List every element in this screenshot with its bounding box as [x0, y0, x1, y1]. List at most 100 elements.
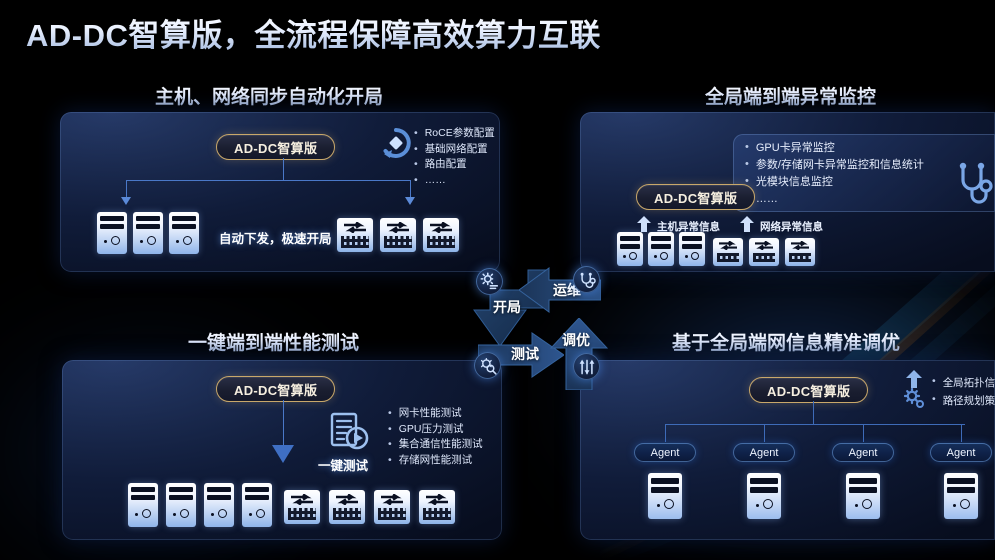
tree-drop-left-top-left: [126, 180, 127, 198]
agent-pill[interactable]: Agent: [733, 443, 795, 462]
stethoscope-cycle-icon[interactable]: [573, 266, 600, 293]
switch-icon: [749, 238, 779, 266]
list-item: •……: [745, 191, 924, 208]
tree-branch-top-left: [126, 180, 411, 181]
sliders-icon[interactable]: [573, 353, 600, 380]
rack-icon: [648, 473, 682, 519]
list-item: •集合通信性能测试: [388, 437, 483, 453]
list-item: •光模块信息监控: [745, 174, 924, 191]
agent-pill[interactable]: Agent: [634, 443, 696, 462]
monitor-subbox-top-right: [733, 134, 995, 212]
rack-icon: [747, 473, 781, 519]
switch-icon: [785, 238, 815, 266]
bullet-text: ……: [755, 193, 778, 205]
bullet-dot: •: [745, 158, 749, 170]
up-arrow-bottom-right: [906, 370, 922, 393]
bullet-dot: •: [414, 173, 418, 186]
sync-refresh-icon: [379, 126, 413, 160]
bullet-dot: •: [932, 375, 936, 387]
tree-drop-right-top-left: [410, 180, 411, 198]
server-group-top-left: [97, 212, 199, 254]
bullet-text: 存储网性能测试: [398, 453, 473, 466]
switch-group-bottom-left: [284, 490, 455, 524]
addc-badge-top-right[interactable]: AD-DC智算版: [636, 184, 756, 210]
bullet-text: GPU压力测试: [398, 422, 464, 435]
stethoscope-icon: [955, 162, 995, 206]
server-icon: [133, 212, 163, 254]
cycle-label-tiaoyou: 调优: [562, 332, 590, 348]
list-item: • 参数/存储网卡异常监控和信息统计: [745, 157, 924, 174]
bullet-text: 路由配置: [424, 158, 467, 170]
switch-group-top-right: [713, 238, 815, 266]
page-title: AD-DC智算版，全流程保障高效算力互联: [26, 10, 601, 55]
agent-bus-line: [665, 424, 965, 425]
cycle-label-ceshi: 测试: [511, 346, 539, 362]
bullet-text: 集合通信性能测试: [398, 438, 483, 450]
switch-icon: [374, 490, 410, 524]
test-flow-line: [283, 400, 284, 448]
server-icon: [617, 232, 643, 266]
list-item: • 基础网络配置: [414, 142, 495, 158]
bullet-text: 全局拓扑信息获: [942, 377, 995, 389]
document-play-icon: [328, 412, 370, 452]
section-heading-bottom-right: 基于全局端网信息精准调优: [672, 328, 900, 355]
server-icon: [166, 483, 196, 527]
bullet-text: 参数/存储网卡异常监控和信息统计: [755, 159, 924, 171]
caption-top-left: 自动下发，极速开局: [219, 232, 332, 246]
addc-badge-bottom-left[interactable]: AD-DC智算版: [216, 376, 336, 402]
server-icon: [128, 483, 158, 527]
switch-icon: [423, 218, 459, 252]
agent-drop-3: [863, 424, 864, 442]
bullet-text: 基础网络配置: [424, 142, 488, 155]
bullet-dot: •: [932, 393, 936, 405]
up-arrow-host-top-right: [637, 216, 651, 237]
up-arrow-network-top-right: [740, 216, 754, 237]
bullet-text: 路径规划策略调: [942, 395, 995, 407]
list-item: •……: [414, 173, 495, 189]
bullet-dot: •: [388, 422, 392, 435]
addc-badge-bottom-right[interactable]: AD-DC智算版: [749, 377, 869, 403]
switch-icon: [380, 218, 416, 252]
agent-drop-1: [665, 424, 666, 442]
bullet-list-bottom-right: • 全局拓扑信息获 • 路径规划策略调: [932, 374, 995, 410]
bullet-list-top-left: •RoCE参数配置 •基础网络配置 •路由配置 •……: [414, 126, 495, 188]
list-item: • 路径规划策略调: [932, 392, 995, 410]
bullet-text: 光模块信息监控: [755, 176, 833, 188]
agent-drop-2: [764, 424, 765, 442]
list-item: •GPU卡异常监控: [745, 140, 924, 157]
bullet-dot: •: [414, 158, 418, 170]
bullet-dot: •: [414, 142, 418, 155]
bug-search-icon[interactable]: [474, 352, 501, 379]
list-item: • GPU压力测试: [388, 422, 483, 438]
switch-group-top-left: [337, 218, 459, 252]
switch-icon: [713, 238, 743, 266]
tree-arrow-left-top-left: [121, 197, 131, 205]
addc-badge-top-left[interactable]: AD-DC智算版: [216, 134, 336, 160]
bullet-text: RoCE参数配置: [424, 127, 495, 139]
switch-icon: [337, 218, 373, 252]
bullet-list-bottom-left: •网卡性能测试 •GPU压力测试 •集合通信性能测试 •存储网性能测试: [388, 406, 483, 468]
agent-pill[interactable]: Agent: [832, 443, 894, 462]
bullet-dot: •: [745, 141, 749, 153]
gear-icon: [903, 387, 926, 410]
section-heading-top-right: 全局端到端异常监控: [705, 82, 876, 109]
list-item: •存储网性能测试: [388, 453, 483, 469]
server-icon: [648, 232, 674, 266]
caption-bottom-left: 一键测试: [318, 459, 369, 473]
rack-icon: [846, 473, 880, 519]
tree-trunk-top-left: [283, 158, 284, 180]
section-heading-bottom-left: 一键端到端性能测试: [188, 328, 359, 355]
label-host-anomaly: 主机异常信息: [657, 221, 720, 233]
gear-settings-icon[interactable]: [476, 268, 503, 295]
list-item: • 路由配置: [414, 157, 495, 173]
agent-trunk-line: [813, 401, 814, 424]
section-heading-top-left: 主机、网络同步自动化开局: [155, 82, 383, 109]
switch-icon: [284, 490, 320, 524]
tree-arrow-right-top-left: [405, 197, 415, 205]
server-icon: [242, 483, 272, 527]
list-item: •RoCE参数配置: [414, 126, 495, 142]
switch-icon: [329, 490, 365, 524]
agent-pill[interactable]: Agent: [930, 443, 992, 462]
server-group-bottom-left: [128, 483, 272, 527]
